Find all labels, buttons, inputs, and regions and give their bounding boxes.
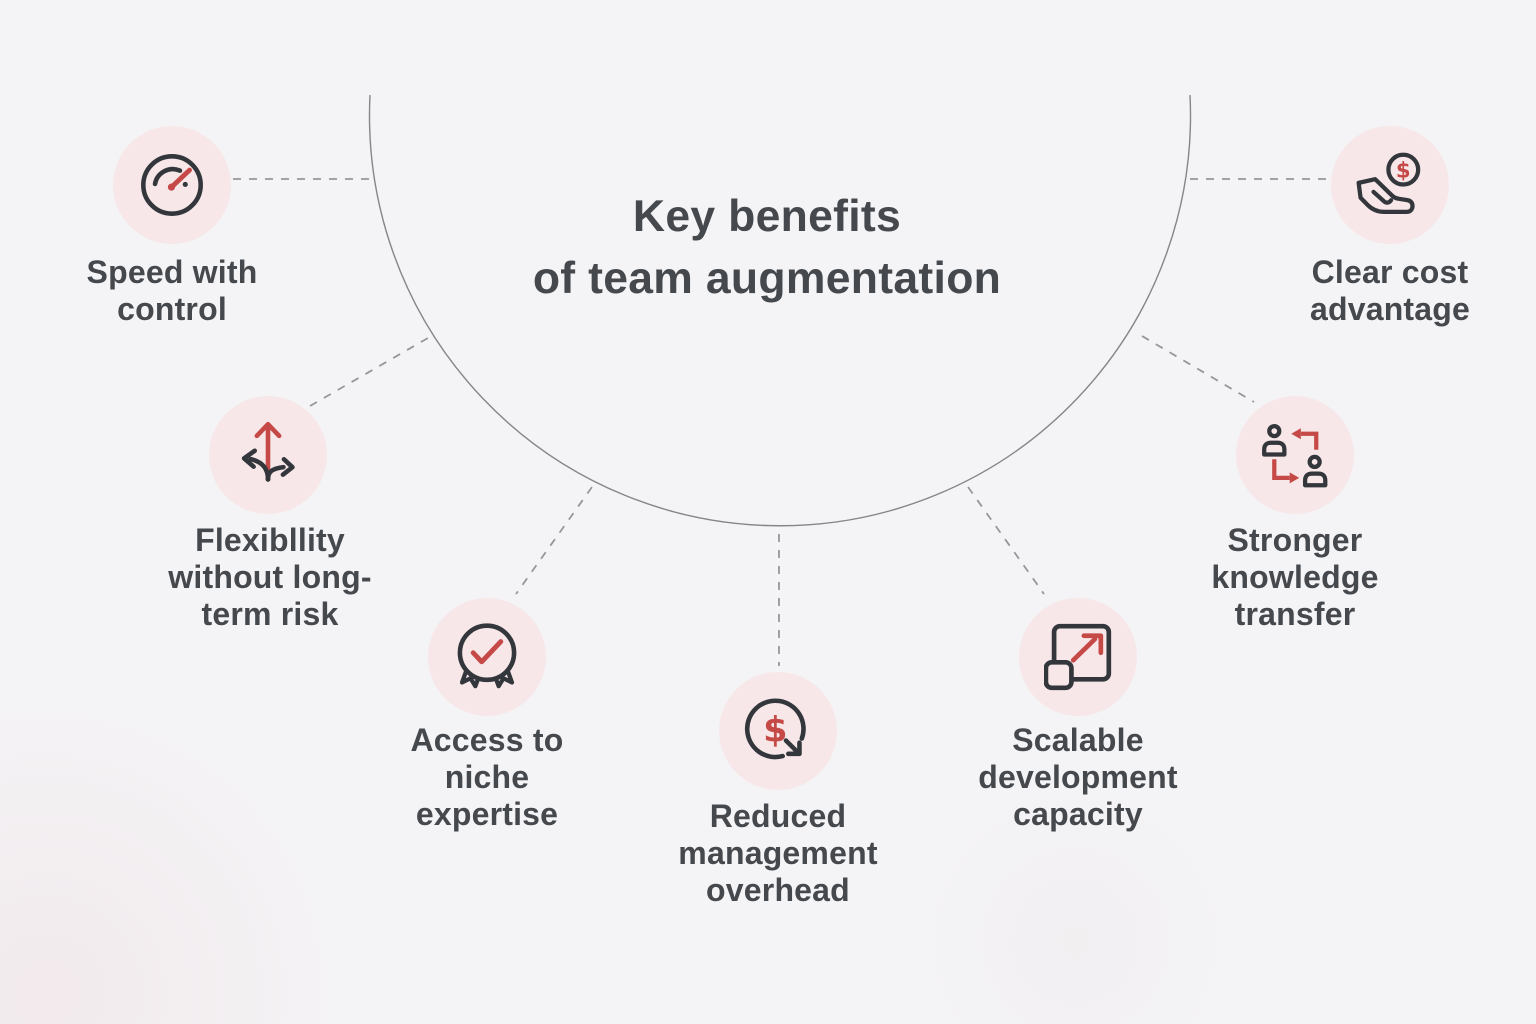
people-exchange-icon <box>1262 423 1328 488</box>
dashed-connector-knowledge <box>1141 335 1255 403</box>
dashed-connector-scalable <box>967 486 1045 595</box>
benefit-label-scalable: Scalable development capacity <box>978 722 1178 832</box>
dashed-connector-expertise <box>515 486 593 595</box>
award-badge-check-icon <box>457 623 517 689</box>
branching-arrows-icon <box>241 421 295 482</box>
benefit-label-speed: Speed with control <box>86 254 258 327</box>
benefit-label-overhead: Reduced management overhead <box>678 798 878 908</box>
benefit-label-expertise: Access to niche expertise <box>410 722 564 832</box>
benefit-icon-circle-scalable <box>1019 598 1137 716</box>
page-title: Key benefits of team augmentation <box>532 192 1002 303</box>
benefit-label-cost: Clear cost advantage <box>1309 254 1471 327</box>
benefit-icon-circle-speed <box>113 126 231 244</box>
dollar-decrease-icon: $ <box>744 698 806 760</box>
benefit-icon-circle-flexibility <box>209 396 327 514</box>
speedometer-icon <box>141 154 203 216</box>
semicircle-arc <box>368 94 1192 527</box>
svg-text:$: $ <box>763 709 787 750</box>
benefit-icon-circle-expertise <box>428 598 546 716</box>
benefit-icon-circle-overhead: $ <box>719 672 837 790</box>
hand-coin-icon: $ <box>1356 152 1421 215</box>
svg-text:$: $ <box>1396 158 1411 183</box>
benefit-icon-circle-cost: $ <box>1331 126 1449 244</box>
benefit-label-flexibility: Flexibllity without long- term risk <box>168 522 372 632</box>
dashed-connector-flexibility <box>309 337 429 407</box>
scale-up-squares-icon <box>1044 623 1112 691</box>
benefit-label-knowledge: Stronger knowledge transfer <box>1211 522 1379 632</box>
benefit-icon-circle-knowledge <box>1236 396 1354 514</box>
